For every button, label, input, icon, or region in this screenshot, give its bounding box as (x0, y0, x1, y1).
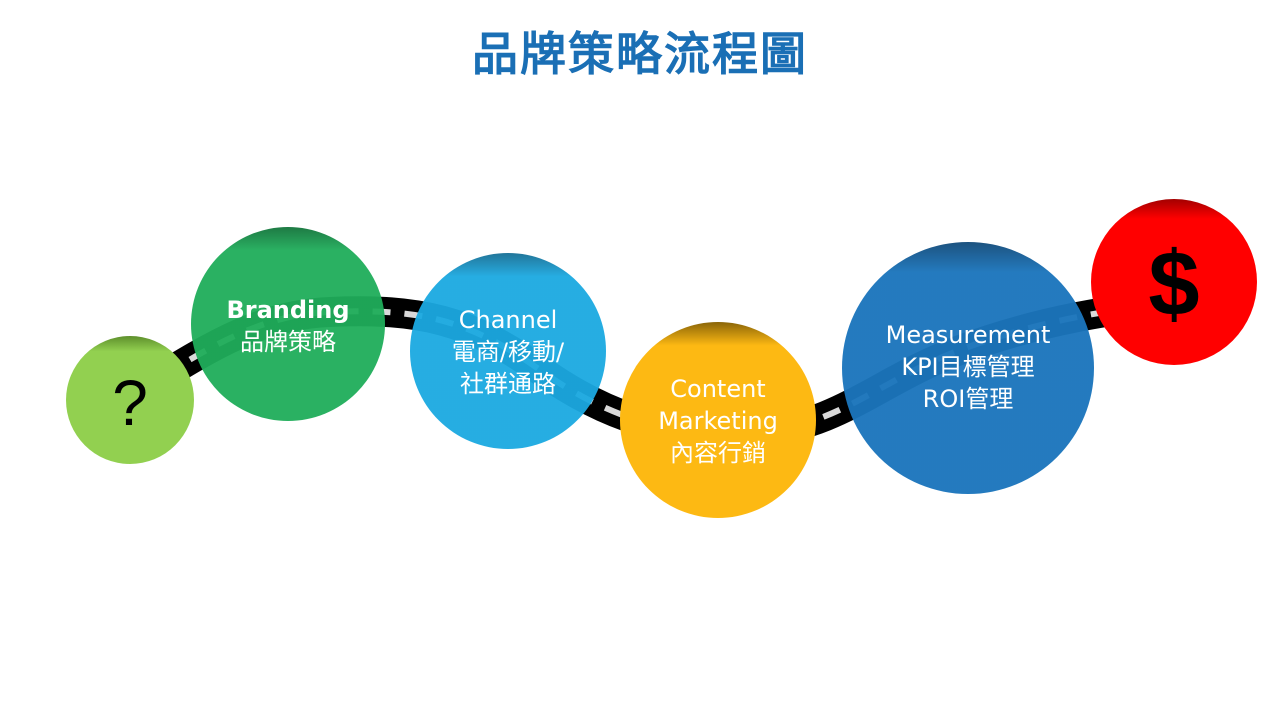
step-start: ? (66, 336, 194, 464)
step-label: Channel (459, 306, 558, 334)
step-branding: Branding 品牌策略 (191, 227, 385, 421)
step-label: ROI管理 (923, 385, 1014, 413)
step-label: Measurement (886, 321, 1051, 349)
step-end: $ (1091, 199, 1257, 365)
dollar-icon: $ (1148, 233, 1199, 335)
step-label: 內容行銷 (670, 439, 766, 467)
step-label: Branding (226, 296, 349, 324)
page-title: 品牌策略流程圖 (472, 27, 808, 81)
step-label: Content (670, 375, 765, 403)
step-label: Marketing (658, 407, 778, 435)
step-label: 社群通路 (460, 370, 556, 398)
step-label: 品牌策略 (240, 328, 336, 356)
step-channel: Channel 電商/移動/ 社群通路 (410, 253, 606, 449)
step-label: KPI目標管理 (901, 353, 1034, 381)
step-label: 電商/移動/ (452, 338, 565, 366)
step-content-marketing: Content Marketing 內容行銷 (620, 322, 816, 518)
question-mark-icon: ? (112, 367, 148, 439)
step-measurement: Measurement KPI目標管理 ROI管理 (842, 242, 1094, 494)
